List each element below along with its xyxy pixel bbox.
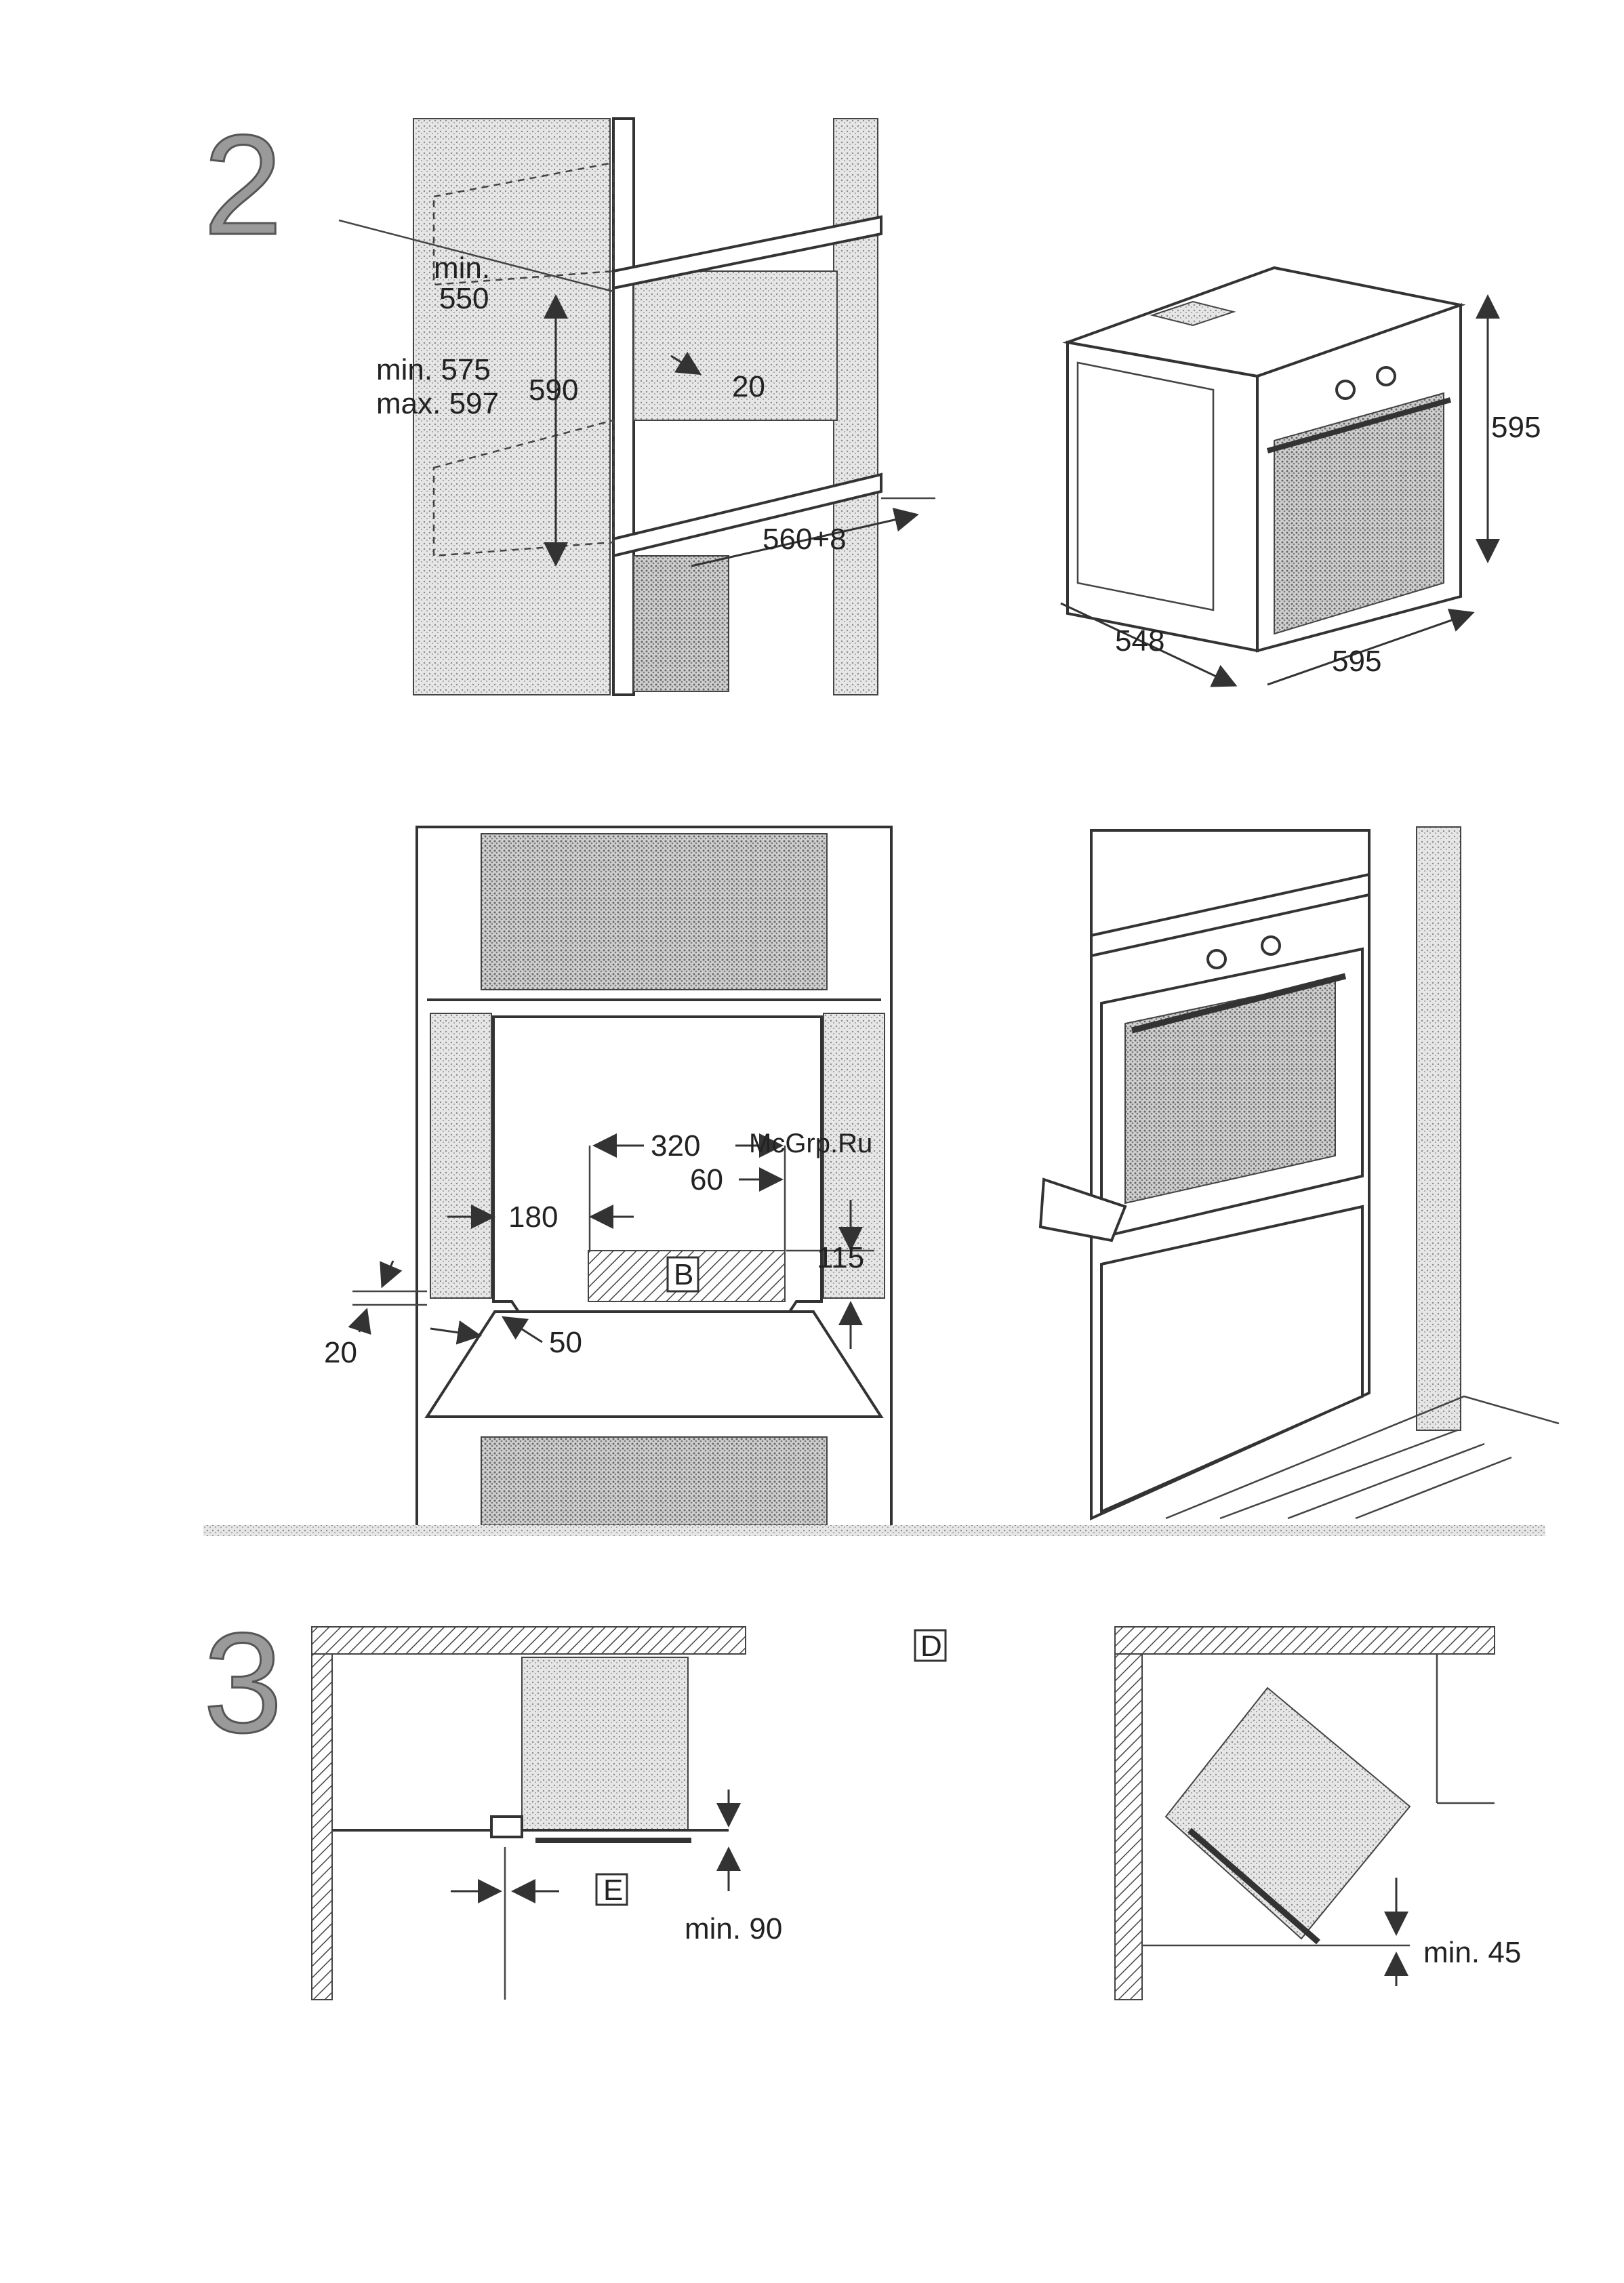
- step-number-3: 3: [203, 1603, 283, 1762]
- label-60: 60: [690, 1163, 723, 1196]
- cabinet-cutout-figure: B 320 60 180 115 50 20 McGrp.Ru: [324, 827, 891, 1532]
- wall-left-plan: [312, 1654, 332, 2000]
- cutout-upper-panel: [481, 834, 827, 990]
- cutout-floor: [427, 1312, 881, 1417]
- step-number-2: 2: [203, 105, 283, 264]
- label-oven-height: 595: [1491, 411, 1541, 444]
- wall-left-corner-plan: [1115, 1654, 1142, 2000]
- plan-view-corner: D min. 45: [915, 1627, 1521, 2000]
- label-min-550: 550: [439, 282, 489, 315]
- cabinet-side-panel: [613, 119, 634, 695]
- watermark: McGrp.Ru: [749, 1129, 872, 1158]
- knob-installed-right[interactable]: [1262, 937, 1280, 954]
- label-d: D: [920, 1630, 942, 1663]
- cutout-lower-panel: [481, 1437, 827, 1525]
- label-min-90: min. 90: [685, 1912, 782, 1945]
- label-180: 180: [508, 1200, 558, 1234]
- label-320: 320: [651, 1129, 700, 1163]
- cutout-left-side: [430, 1013, 491, 1298]
- label-e: E: [603, 1874, 623, 1907]
- cabinet-right-wall: [834, 119, 878, 695]
- section-divider: [203, 1525, 1545, 1536]
- label-20-side: 20: [324, 1336, 357, 1369]
- wall-top-right-plan: [1115, 1627, 1495, 1654]
- label-min-575: min. 575: [376, 353, 491, 386]
- label-115: 115: [817, 1241, 864, 1274]
- cabinet-section-figure: min. 550 min. 575 max. 597 590 20 560+8: [339, 119, 935, 695]
- label-590: 590: [529, 373, 578, 407]
- cabinet-back-lower: [634, 556, 729, 691]
- plan-view-straight: E min. 90: [312, 1627, 782, 2000]
- dim-20-arrow-bottom: [359, 1312, 366, 1332]
- wall-top-left-plan: [312, 1627, 746, 1654]
- dim-20-arrow-top: [383, 1261, 393, 1285]
- oven-dimensions-figure: 595 548 595: [1061, 268, 1541, 685]
- label-20: 20: [732, 370, 765, 403]
- oven-plan-body: [522, 1657, 688, 1830]
- zone-b-label: B: [674, 1258, 693, 1291]
- oven-knob-left[interactable]: [1337, 381, 1354, 399]
- installed-oven-figure: [1040, 827, 1559, 1518]
- oven-knob-right[interactable]: [1377, 367, 1395, 385]
- label-50: 50: [549, 1326, 582, 1359]
- knob-installed-left[interactable]: [1208, 950, 1225, 968]
- label-max-597: max. 597: [376, 387, 499, 420]
- label-min-45: min. 45: [1423, 1936, 1521, 1969]
- label-560-8: 560+8: [763, 523, 847, 556]
- oven-plan-rotated: [1166, 1688, 1410, 1939]
- label-min: min.: [434, 251, 490, 285]
- door-hinge: [491, 1817, 522, 1837]
- label-oven-depth: 548: [1115, 624, 1164, 658]
- wall-column: [1417, 827, 1461, 1430]
- label-oven-width: 595: [1332, 645, 1381, 678]
- oven-side-panel: [1068, 342, 1257, 651]
